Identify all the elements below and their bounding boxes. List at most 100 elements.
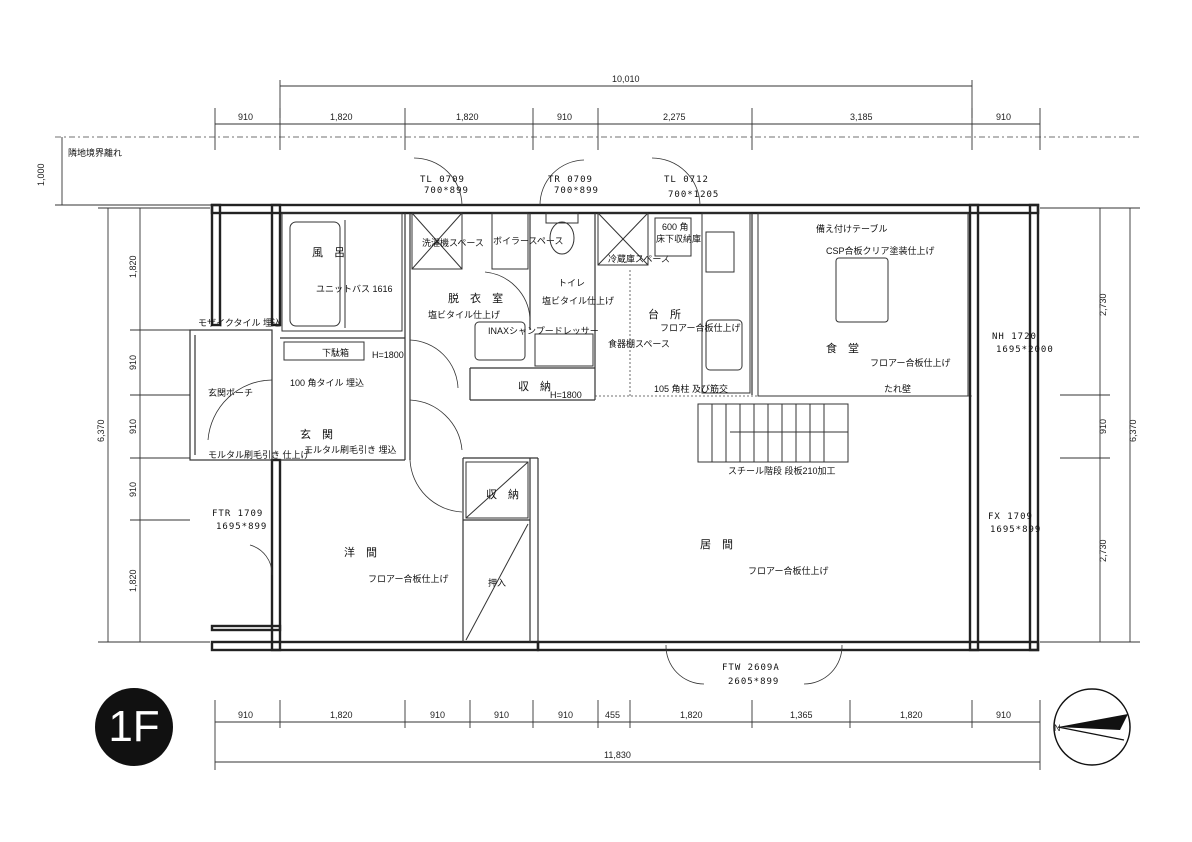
w2-code: TR 0709: [548, 175, 593, 185]
bath-room: 風 呂 ユニットバス 1616: [281, 212, 403, 332]
top-dim-5: 2,275: [663, 112, 686, 122]
toilet-finish: 塩ビタイル仕上げ: [542, 295, 614, 306]
exterior-walls: [210, 203, 1040, 652]
right-dim-1: 2,730: [1098, 293, 1108, 316]
w3-size: 700*1205: [668, 190, 719, 200]
underfloor-size: 600 角: [662, 221, 689, 232]
left-dim-1: 1,820: [128, 255, 138, 278]
kitchen-label: 台 所: [648, 307, 685, 321]
storage-1-height: H=1800: [550, 390, 582, 400]
storage-1-label: 収 納: [518, 380, 555, 393]
top-dim-7: 910: [996, 112, 1011, 122]
top-dim-4: 910: [557, 112, 572, 122]
setback-dim: 1,000: [36, 163, 46, 186]
bottom-dim-8: 1,365: [790, 710, 813, 720]
left-dimensions: 1,820 910 910 910 1,820 6,370: [96, 207, 210, 643]
w6-size: 1695*899: [216, 522, 267, 532]
underfloor-storage: 床下収納庫: [656, 233, 701, 244]
dressing-room: 洗濯機スペース ボイラースペース 脱 衣 室 塩ビタイル仕上げ INAXシャンプ…: [411, 212, 599, 361]
kitchen: 冷蔵庫スペース 600 角 床下収納庫 台 所 フロアー合板仕上げ 食器棚スペー…: [597, 212, 751, 394]
bottom-dim-2: 1,820: [330, 710, 353, 720]
toilet-room: トイレ 塩ビタイル仕上げ: [534, 212, 614, 367]
dressing-label: 脱 衣 室: [448, 291, 507, 305]
western-room-finish: フロアー合板仕上げ: [368, 573, 448, 584]
pillar-note: 105 角柱 及び筋交: [654, 383, 728, 394]
bath-label: 風 呂: [312, 247, 349, 259]
entrance-tile: 100 角タイル 埋込: [290, 377, 364, 388]
entrance-label: 玄 関: [300, 427, 337, 441]
porch-area: モザイクタイル 埋込 玄関ポーチ モルタル刷毛引き 仕上げ: [189, 318, 310, 461]
left-dim-2: 910: [128, 355, 138, 370]
living-room-label: 居 間: [700, 538, 737, 551]
toilet-label: トイレ: [558, 278, 585, 288]
entrance: 下駄箱 H=1800 100 角タイル 埋込 玄 関 モルタル刷毛引き 埋込: [283, 341, 404, 455]
w4-size: 1695*2000: [996, 345, 1054, 355]
cupboard-space: 食器棚スペース: [608, 338, 670, 349]
western-room: 洋 間 フロアー合板仕上げ: [344, 545, 448, 584]
bottom-dim-10: 910: [996, 710, 1011, 720]
top-dim-6: 3,185: [850, 112, 873, 122]
north-arrow-icon: N: [1053, 688, 1131, 766]
top-dimensions: 10,010 910 1,820 1,820 910 2,275 3,185 9…: [36, 74, 1140, 206]
w7-size: 2605*899: [728, 677, 779, 687]
bottom-dimensions: 910 1,820 910 910 910 455 1,820 1,365 1,…: [214, 700, 1041, 770]
right-total-dim: 6,370: [1128, 419, 1138, 442]
right-dimensions: 2,730 910 2,730 6,370: [1040, 207, 1140, 643]
right-dim-3: 2,730: [1098, 539, 1108, 562]
floor-label-badge: 1F: [95, 688, 173, 766]
w1-code: TL 0709: [420, 175, 465, 185]
stairs: スチール階段 段板210加工: [697, 403, 849, 476]
porch-label: 玄関ポーチ: [208, 387, 253, 398]
top-dim-2: 1,820: [330, 112, 353, 122]
bottom-dim-1: 910: [238, 710, 253, 720]
w3-code: TL 0712: [664, 175, 709, 185]
bottom-dim-3: 910: [430, 710, 445, 720]
w5-size: 1695*899: [990, 525, 1041, 535]
entrance-finish: モルタル刷毛引き 埋込: [304, 444, 397, 455]
bottom-total-dim: 11,830: [604, 750, 631, 760]
w6-code: FTR 1709: [212, 509, 263, 519]
boundary-note: 隣地境界離れ: [68, 147, 122, 158]
unit-bath-label: ユニットバス 1616: [316, 284, 393, 294]
left-dim-4: 910: [128, 482, 138, 497]
table-finish: CSP合板クリア塗装仕上げ: [826, 245, 935, 256]
bottom-dim-6: 455: [605, 710, 620, 720]
doors: [249, 271, 843, 685]
w5-code: FX 1709: [988, 512, 1033, 522]
built-in-table: 備え付けテーブル: [816, 223, 887, 234]
left-dim-5: 1,820: [128, 569, 138, 592]
living-room-finish: フロアー合板仕上げ: [748, 565, 828, 576]
top-dim-1: 910: [238, 112, 253, 122]
storage-2-label: 収 納: [486, 488, 523, 501]
shoe-box-label: 下駄箱: [322, 347, 349, 358]
kitchen-finish: フロアー合板仕上げ: [660, 322, 740, 333]
dressing-finish: 塩ビタイル仕上げ: [428, 309, 500, 320]
dining: 備え付けテーブル CSP合板クリア塗装仕上げ 食 堂 フロアー合板仕上げ たれ壁: [757, 212, 969, 397]
bottom-dim-5: 910: [558, 710, 573, 720]
stairs-label: スチール階段 段板210加工: [728, 465, 836, 476]
left-total-dim: 6,370: [96, 419, 106, 442]
porch-step: モルタル刷毛引き 仕上げ: [208, 449, 310, 460]
w2-size: 700*899: [554, 186, 599, 196]
living-room: 居 間 フロアー合板仕上げ: [700, 538, 828, 576]
dining-label: 食 堂: [826, 341, 863, 355]
left-dim-3: 910: [128, 419, 138, 434]
top-dim-3: 1,820: [456, 112, 479, 122]
shoe-box-height: H=1800: [372, 350, 404, 360]
w4-code: NH 1720: [992, 332, 1037, 342]
porch-finish: モザイクタイル 埋込: [198, 318, 281, 328]
closet-label: 押入: [488, 577, 506, 588]
dining-finish: フロアー合板仕上げ: [870, 357, 950, 368]
w7-code: FTW 2609A: [722, 663, 780, 673]
hanging-wall: たれ壁: [884, 383, 911, 394]
fridge-space: 冷蔵庫スペース: [608, 253, 670, 264]
svg-text:N: N: [1054, 723, 1061, 733]
window-labels: TL 0709 700*899 TR 0709 700*899 TL 0712 …: [212, 157, 1054, 687]
storage-1: 収 納 H=1800: [518, 380, 582, 400]
washer-space: 洗濯機スペース: [422, 237, 484, 248]
washbasin-label: INAXシャンプードレッサー: [488, 326, 599, 336]
bottom-dim-7: 1,820: [680, 710, 703, 720]
water-heater-space: ボイラースペース: [493, 236, 563, 246]
bottom-dim-4: 910: [494, 710, 509, 720]
